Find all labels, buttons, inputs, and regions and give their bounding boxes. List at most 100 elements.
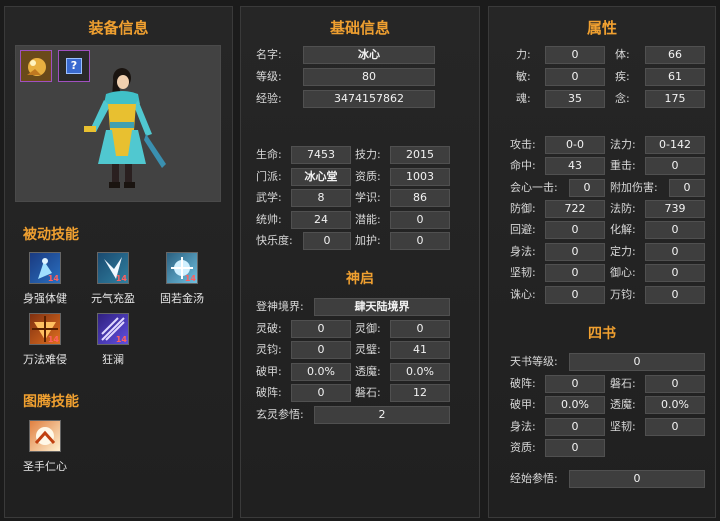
magic-power-label: 法力: [610,138,636,151]
agility-label: 敏: [516,70,531,83]
passive-skill-1-name: 身强体健 [23,292,67,305]
question-mark-icon: ? [66,58,82,74]
basic-info-title: 基础信息 [329,19,390,37]
passive-skill-4-icon[interactable]: 14 [29,313,61,345]
character-model [84,68,166,188]
realm-value: 肆天陆境界 [314,298,450,316]
level-value: 80 [303,68,435,86]
pet-item-icon [21,51,51,81]
leadership-value: 24 [291,211,351,229]
sishu-panshi-value: 0 [645,375,705,393]
xuanling-value: 2 [314,406,450,424]
sishu-title: 四书 [588,326,616,342]
tomo-value: 0.0% [390,363,450,381]
name-value: 冰心 [303,46,435,64]
study-label: 学识: [355,191,381,204]
constitution-value: 66 [645,46,705,64]
passive-skills-title: 被动技能 [23,227,79,243]
passive-skill-3-name: 固若金汤 [160,292,204,305]
extra-damage-value: 0 [669,179,705,197]
name-label: 名字: [256,48,282,61]
sishu-panshi-label: 磐石: [610,377,636,390]
shenqi-title: 神启 [346,271,374,287]
leadership-label: 统帅: [256,213,282,226]
jingshi-label: 经始参悟: [510,472,558,485]
lingjun-value: 0 [291,341,351,359]
ward-label: 御心: [610,266,636,279]
sishu-pojia-value: 0.0% [545,396,605,414]
magic-defense-value: 739 [645,200,705,218]
panshi-label: 磐石: [355,386,381,399]
body-value: 0 [545,243,605,261]
exp-value: 3474157862 [303,90,435,108]
attributes-panel: 属性 力: 0 体: 66 敏: 0 疾: 61 魂: 35 念: 175 攻击… [488,6,716,518]
level-label: 等级: [256,70,282,83]
lingpo-label: 灵破: [256,322,282,335]
lingbi-label: 灵璧: [355,343,381,356]
panshi-value: 12 [390,384,450,402]
ward-value: 0 [645,264,705,282]
resolve-value: 0 [645,221,705,239]
lingyu-value: 0 [390,320,450,338]
lingpo-value: 0 [291,320,351,338]
totem-skill-1-icon[interactable] [29,420,61,452]
equipment-panel: 装备信息 ? [4,6,233,518]
hit-value: 43 [545,157,605,175]
sishu-pojia-label: 破甲: [510,398,536,411]
focus-label: 定力: [610,245,636,258]
martial-label: 武学: [256,191,282,204]
dodge-value: 0 [545,221,605,239]
skill-power-label: 技力: [355,148,381,161]
potential-value: 0 [390,211,450,229]
exp-label: 经验: [256,92,282,105]
sishu-toughness-label: 坚韧: [610,420,636,433]
hit-label: 命中: [510,159,536,172]
defense-label: 防御: [510,202,536,215]
passive-skill-3-icon[interactable]: 14 [166,252,198,284]
passive-skill-4-name: 万法难侵 [23,353,67,366]
passive-skill-5-icon[interactable]: 14 [97,313,129,345]
sishu-tomo-label: 透魔: [610,398,636,411]
empty-item-slot[interactable]: ? [58,50,90,82]
pozhen-label: 破阵: [256,386,282,399]
study-value: 86 [390,189,450,207]
passive-skill-1-icon[interactable]: 14 [29,252,61,284]
constitution-label: 体: [615,48,630,61]
body-label: 身法: [510,245,536,258]
tianshu-level-value: 0 [569,353,705,371]
sishu-pozhen-value: 0 [545,375,605,393]
mind-value: 175 [645,90,705,108]
attack-label: 攻击: [510,138,536,151]
passive-skill-5-name: 狂澜 [102,353,124,366]
crit-label: 会心一击: [510,181,558,194]
toughness-label: 坚韧: [510,266,536,279]
focus-value: 0 [645,243,705,261]
skill-power-value: 2015 [390,146,450,164]
sishu-tomo-value: 0.0% [645,396,705,414]
attack-value: 0-0 [545,136,605,154]
extra-damage-label: 附加伤害: [610,181,658,194]
speed-label: 疾: [615,70,630,83]
magic-defense-label: 法防: [610,202,636,215]
zhuxin-label: 诛心: [510,288,536,301]
toughness-value: 0 [545,264,605,282]
sect-label: 门派: [256,170,282,183]
equipment-title: 装备信息 [88,19,149,37]
potential-label: 潜能: [355,213,381,226]
aptitude-label: 资质: [355,170,381,183]
hp-label: 生命: [256,148,282,161]
lingbi-value: 41 [390,341,450,359]
crit-value: 0 [569,179,605,197]
resolve-label: 化解: [610,223,636,236]
aptitude-value: 1003 [390,168,450,186]
pojia-value: 0.0% [291,363,351,381]
sishu-aptitude-value: 0 [545,439,605,457]
wanjun-value: 0 [645,286,705,304]
hp-value: 7453 [291,146,351,164]
passive-skill-2-icon[interactable]: 14 [97,252,129,284]
character-portrait: ? [15,45,221,202]
sishu-body-label: 身法: [510,420,536,433]
pozhen-value: 0 [291,384,351,402]
attributes-title: 属性 [586,19,617,37]
equipped-item-slot[interactable] [20,50,52,82]
